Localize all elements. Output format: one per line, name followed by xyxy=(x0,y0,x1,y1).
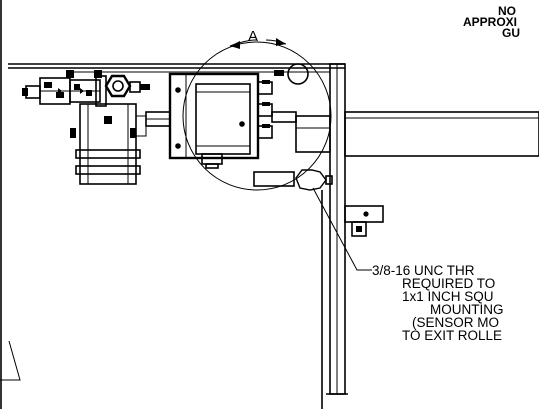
frame-top-rail xyxy=(8,63,345,73)
top-note-line-2: APPROXI xyxy=(462,15,517,29)
callout-line-6: TO EXIT ROLLE xyxy=(402,328,503,343)
callout-line-5: (SENSOR MO xyxy=(412,315,500,330)
detail-a-label: A xyxy=(248,28,259,45)
extension-bar xyxy=(344,111,539,157)
top-note: NO APPROXI GU xyxy=(430,4,539,40)
drive-shaft xyxy=(145,111,171,127)
detail-a-arrows xyxy=(229,38,287,49)
regulator-hex xyxy=(104,74,150,98)
lower-actuator xyxy=(70,103,147,185)
top-note-line-3: GU xyxy=(502,26,520,40)
top-note-line-1: NO xyxy=(498,4,516,18)
detail-a-circle xyxy=(182,41,332,191)
clamp-knob xyxy=(253,169,333,191)
callout-line-2: REQUIRED TO xyxy=(402,276,496,291)
callout-leader xyxy=(312,187,372,271)
callout-note: 3/8-16 UNC THR REQUIRED TO 1x1 INCH SQU … xyxy=(372,263,539,343)
frame-vertical-post xyxy=(326,63,348,395)
callout-line-1: 3/8-16 UNC THR xyxy=(372,263,475,278)
cylinder-fittings xyxy=(257,63,309,139)
lower-left-fragment xyxy=(0,340,21,381)
callout-line-4: MOUNTING xyxy=(430,302,504,317)
mount-bracket xyxy=(344,205,384,237)
valve-manifold xyxy=(22,70,107,107)
callout-line-3: 1x1 INCH SQU xyxy=(402,289,494,304)
sensor-bracket xyxy=(295,115,331,153)
